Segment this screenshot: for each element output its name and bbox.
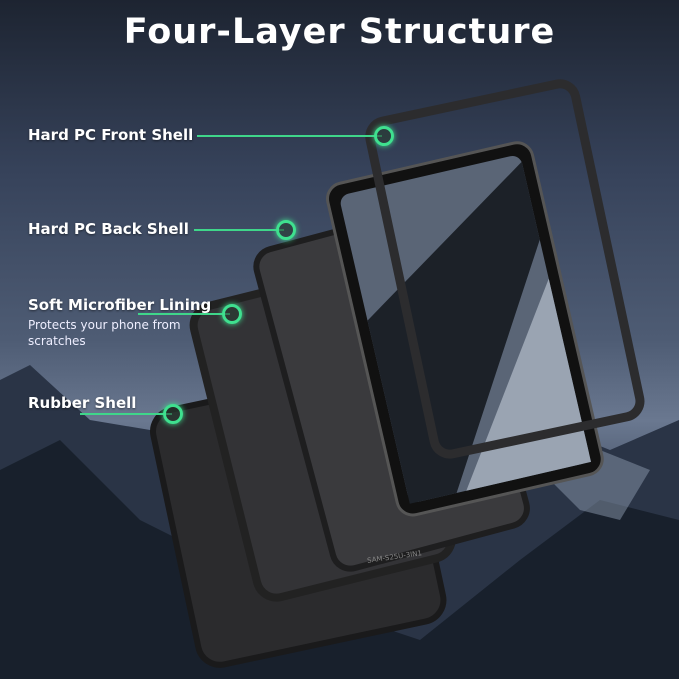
callout-dot: [374, 126, 394, 146]
callout-line: [197, 135, 382, 137]
callout-line: [138, 313, 230, 315]
phone-screen: [326, 141, 604, 517]
label-front-shell: Hard PC Front Shell: [28, 126, 194, 144]
callout-dot: [163, 404, 183, 424]
callout-dot: [222, 304, 242, 324]
label-rubber-shell: Rubber Shell: [28, 394, 137, 412]
mountains-front: [0, 440, 679, 679]
callout-line: [194, 229, 284, 231]
page-title: Four-Layer Structure: [123, 12, 556, 52]
callout-dot: [276, 220, 296, 240]
callout-line: [80, 413, 172, 415]
microfiber-description: Protects your phone from scratches: [28, 318, 181, 348]
label-microfiber-lining: Soft Microfiber Lining: [28, 296, 212, 314]
front-shell-frame: [365, 79, 645, 459]
label-back-shell: Hard PC Back Shell: [28, 220, 189, 238]
